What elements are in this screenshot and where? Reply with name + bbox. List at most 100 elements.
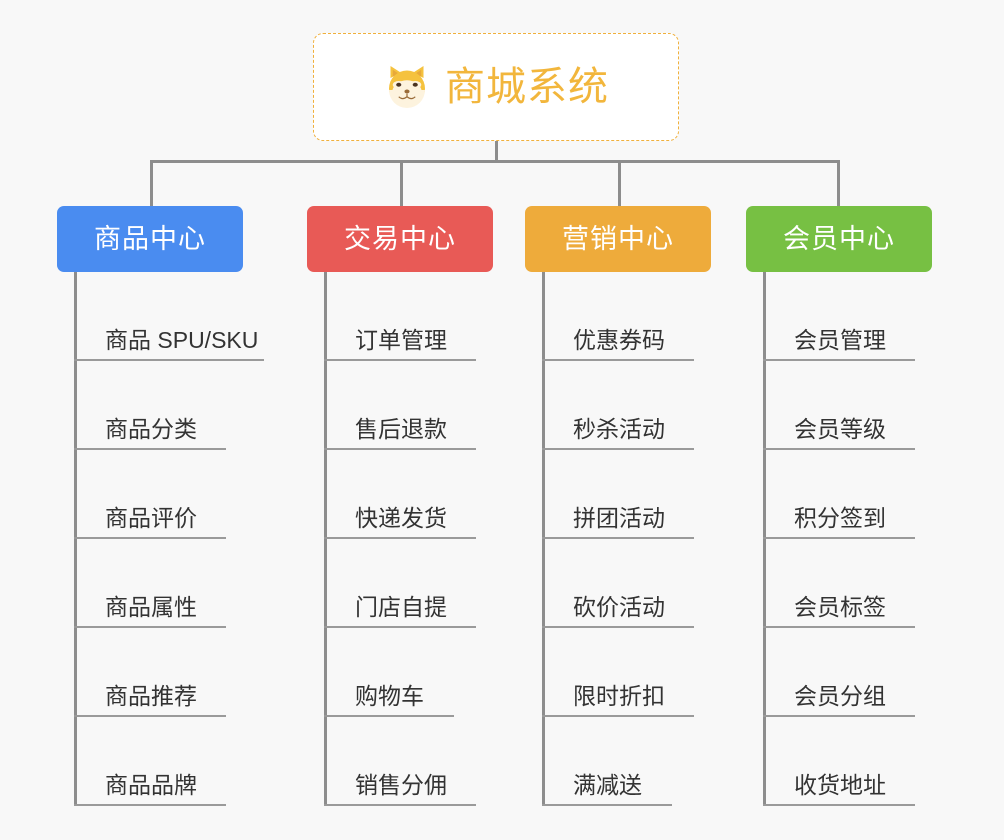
leaf-item-underline (74, 626, 226, 628)
leaf-item-label: 拼团活动 (573, 505, 665, 531)
leaf-item-underline (542, 804, 672, 806)
leaf-item-label: 砍价活动 (573, 594, 665, 620)
leaf-item-underline (542, 537, 694, 539)
leaf-item-underline (324, 359, 476, 361)
branch-header-label: 会员中心 (783, 223, 895, 254)
leaf-item[interactable]: 销售分佣 (324, 717, 510, 806)
leaf-item[interactable]: 购物车 (324, 628, 510, 717)
branch-items-trade-center: 订单管理 售后退款 快递发货 门店自提 购物车 销售分佣 (324, 272, 510, 806)
root-node-card[interactable]: 商城系统 (313, 33, 679, 141)
leaf-item-underline (324, 715, 454, 717)
branch-column-product-center: 商品中心 商品 SPU/SKU 商品分类 商品评价 商品属性 商品推荐 (57, 206, 264, 806)
leaf-item-label: 商品属性 (105, 594, 197, 620)
leaf-item-label: 优惠券码 (573, 327, 665, 353)
leaf-item-label: 订单管理 (355, 327, 447, 353)
branch-items-product-center: 商品 SPU/SKU 商品分类 商品评价 商品属性 商品推荐 商品品牌 (74, 272, 264, 806)
leaf-item[interactable]: 优惠券码 (542, 272, 728, 361)
branch-trunk-marketing-center (542, 272, 545, 806)
leaf-item-underline (542, 715, 694, 717)
leaf-item-label: 销售分佣 (355, 772, 447, 798)
leaf-item[interactable]: 收货地址 (763, 717, 949, 806)
branch-trunk-member-center (763, 272, 766, 806)
leaf-item-underline (74, 537, 226, 539)
leaf-item-label: 积分签到 (794, 505, 886, 531)
branch-items-marketing-center: 优惠券码 秒杀活动 拼团活动 砍价活动 限时折扣 满减送 (542, 272, 728, 806)
branch-column-marketing-center: 营销中心 优惠券码 秒杀活动 拼团活动 砍价活动 限时折扣 (525, 206, 711, 806)
leaf-item[interactable]: 门店自提 (324, 539, 510, 628)
leaf-item[interactable]: 砍价活动 (542, 539, 728, 628)
connector-bus (150, 160, 840, 163)
leaf-item-label: 满减送 (573, 772, 642, 798)
leaf-item[interactable]: 会员管理 (763, 272, 949, 361)
leaf-item[interactable]: 商品评价 (74, 450, 260, 539)
connector-leg-4 (837, 160, 840, 206)
leaf-item-label: 售后退款 (355, 416, 447, 442)
branch-header-trade-center[interactable]: 交易中心 (307, 206, 493, 272)
leaf-item-underline (324, 537, 476, 539)
leaf-item-label: 商品分类 (105, 416, 197, 442)
leaf-item-underline (763, 715, 915, 717)
leaf-item-label: 收货地址 (794, 772, 886, 798)
leaf-item-label: 商品推荐 (105, 683, 197, 709)
leaf-item[interactable]: 会员标签 (763, 539, 949, 628)
branch-header-marketing-center[interactable]: 营销中心 (525, 206, 711, 272)
branch-items-member-center: 会员管理 会员等级 积分签到 会员标签 会员分组 收货地址 (763, 272, 949, 806)
leaf-item-label: 门店自提 (355, 594, 447, 620)
shiba-dog-icon (383, 63, 431, 111)
leaf-item-label: 会员标签 (794, 594, 886, 620)
branch-header-member-center[interactable]: 会员中心 (746, 206, 932, 272)
leaf-item[interactable]: 商品推荐 (74, 628, 260, 717)
leaf-item[interactable]: 拼团活动 (542, 450, 728, 539)
leaf-item-underline (74, 448, 226, 450)
leaf-item-label: 购物车 (355, 683, 424, 709)
branch-column-member-center: 会员中心 会员管理 会员等级 积分签到 会员标签 会员分组 (746, 206, 932, 806)
leaf-item[interactable]: 商品品牌 (74, 717, 260, 806)
leaf-item-underline (324, 448, 476, 450)
leaf-item-underline (763, 359, 915, 361)
leaf-item[interactable]: 售后退款 (324, 361, 510, 450)
root-node-title: 商城系统 (445, 65, 609, 109)
leaf-item-underline (763, 804, 915, 806)
branch-header-product-center[interactable]: 商品中心 (57, 206, 243, 272)
leaf-item-underline (763, 448, 915, 450)
leaf-item-label: 商品 SPU/SKU (105, 327, 259, 353)
leaf-item-underline (763, 626, 915, 628)
leaf-item-label: 商品评价 (105, 505, 197, 531)
leaf-item-label: 商品品牌 (105, 772, 197, 798)
branch-trunk-trade-center (324, 272, 327, 806)
leaf-item-underline (324, 626, 476, 628)
leaf-item-label: 快递发货 (355, 505, 447, 531)
branch-column-trade-center: 交易中心 订单管理 售后退款 快递发货 门店自提 购物车 (307, 206, 493, 806)
connector-leg-2 (400, 160, 403, 206)
leaf-item-underline (324, 804, 476, 806)
leaf-item[interactable]: 会员分组 (763, 628, 949, 717)
connector-leg-3 (618, 160, 621, 206)
leaf-item-label: 会员等级 (794, 416, 886, 442)
leaf-item-label: 会员管理 (794, 327, 886, 353)
leaf-item[interactable]: 满减送 (542, 717, 728, 806)
branch-header-label: 商品中心 (94, 223, 206, 254)
leaf-item[interactable]: 秒杀活动 (542, 361, 728, 450)
leaf-item[interactable]: 会员等级 (763, 361, 949, 450)
leaf-item-underline (542, 626, 694, 628)
leaf-item-underline (542, 448, 694, 450)
leaf-item-underline (74, 715, 226, 717)
connector-leg-1 (150, 160, 153, 206)
leaf-item[interactable]: 商品 SPU/SKU (74, 272, 264, 361)
leaf-item[interactable]: 积分签到 (763, 450, 949, 539)
branch-trunk-product-center (74, 272, 77, 806)
leaf-item[interactable]: 限时折扣 (542, 628, 728, 717)
leaf-item-label: 秒杀活动 (573, 416, 665, 442)
leaf-item[interactable]: 商品分类 (74, 361, 260, 450)
leaf-item-underline (74, 359, 264, 361)
leaf-item[interactable]: 订单管理 (324, 272, 510, 361)
leaf-item-underline (74, 804, 226, 806)
branch-header-label: 交易中心 (344, 223, 456, 254)
leaf-item[interactable]: 商品属性 (74, 539, 260, 628)
leaf-item-label: 会员分组 (794, 683, 886, 709)
leaf-item-underline (542, 359, 694, 361)
branch-header-label: 营销中心 (562, 223, 674, 254)
connector-root-stem (495, 141, 498, 163)
leaf-item[interactable]: 快递发货 (324, 450, 510, 539)
